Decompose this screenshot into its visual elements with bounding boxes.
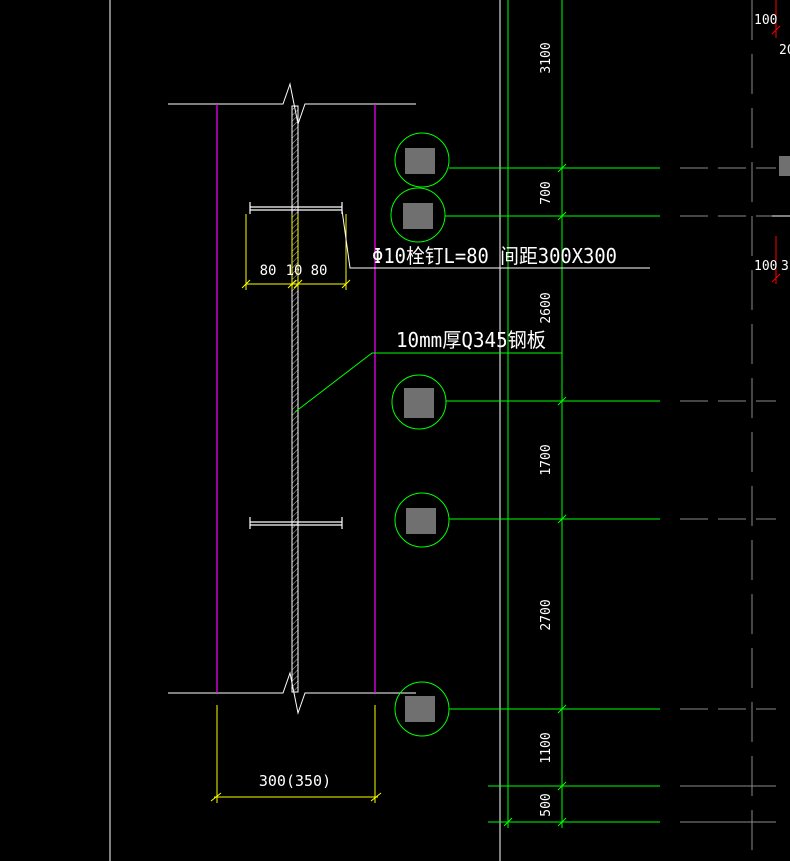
break-line-top — [168, 82, 416, 126]
edge-label-3: 100 — [754, 259, 777, 274]
dim-stud-right: 80 — [311, 263, 328, 279]
level-markers — [390, 132, 450, 737]
elev-dim-6: 1100 — [539, 732, 554, 763]
stud-dim-group — [241, 214, 351, 290]
elev-dim-4: 1700 — [539, 444, 554, 475]
dim-wall-width: 300(350) — [259, 772, 331, 790]
dim-plate: 10 — [286, 263, 303, 279]
level-lines — [445, 167, 660, 823]
elev-dim-2: 700 — [539, 181, 554, 204]
elevation-ticks — [503, 163, 567, 827]
elev-dim-1: 3100 — [539, 42, 554, 73]
elev-dim-7: 500 — [539, 793, 554, 816]
wall-width-dim — [210, 705, 382, 803]
elev-dim-3: 2600 — [539, 292, 554, 323]
right-edge-block — [779, 156, 790, 176]
right-edge-red-marks — [771, 0, 781, 284]
break-line-bottom — [168, 671, 416, 715]
elev-dim-5: 2700 — [539, 599, 554, 630]
stud-leader — [341, 209, 650, 269]
right-edge-lines — [680, 0, 776, 861]
edge-label-4: 3 — [781, 259, 789, 274]
plate-leader — [294, 352, 562, 413]
edge-label-1: 100 — [754, 13, 777, 28]
edge-label-2: 20 — [779, 43, 790, 58]
steel-plate — [291, 105, 299, 693]
shear-stud-lower — [249, 517, 343, 529]
stud-spec-label: Φ10栓钉L=80 间距300X300 — [372, 244, 617, 268]
dim-stud-left: 80 — [260, 263, 277, 279]
plate-spec-label: 10mm厚Q345钢板 — [396, 328, 546, 352]
